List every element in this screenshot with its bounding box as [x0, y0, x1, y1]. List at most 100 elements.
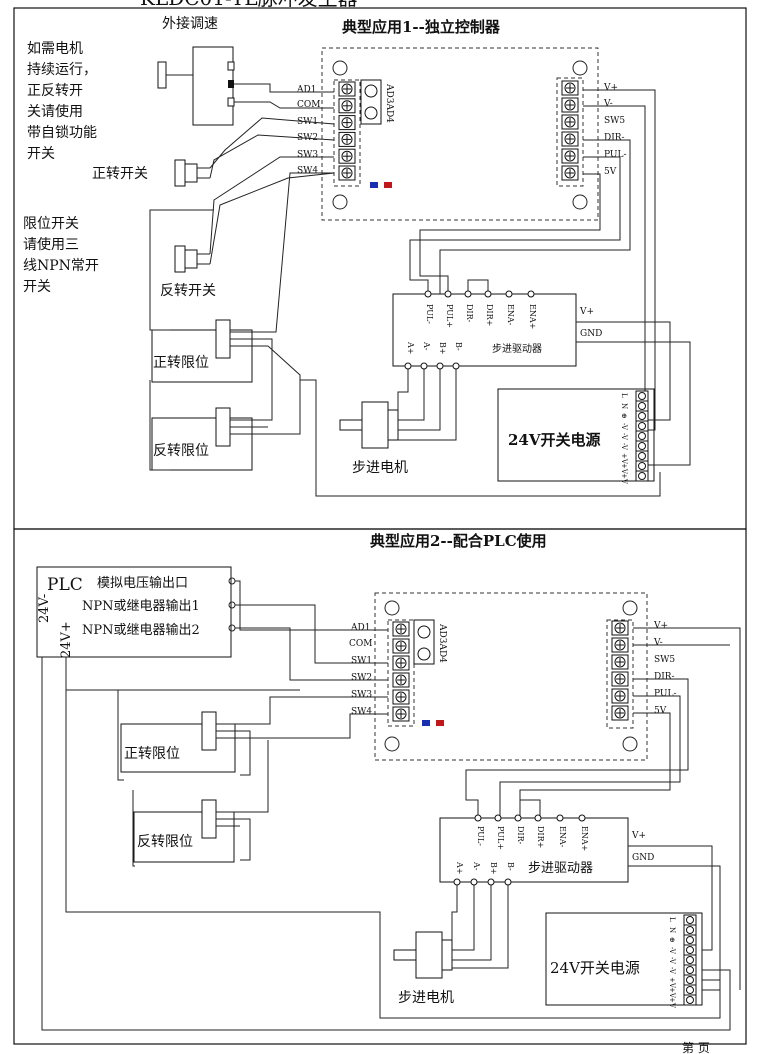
- note-motor-line-6: 开关: [27, 146, 55, 162]
- ctrl1-right-screw-0: [561, 80, 579, 96]
- driver1-bot-pin-3: [452, 362, 460, 370]
- note-motor-line-5: 带自锁功能: [27, 125, 97, 141]
- psu1-t3: -V: [620, 423, 628, 431]
- driver1-pwr-0: V+: [579, 307, 594, 317]
- driver2-top-pin-3: [534, 814, 542, 822]
- driver1-top-1: PUL+: [445, 304, 454, 328]
- driver1-title: 步进驱动器: [492, 343, 542, 355]
- driver2-top-pin-2: [514, 814, 522, 822]
- plc-npn-out2: NPN或继电器输出2: [82, 622, 200, 638]
- ctrl2-left-0: AD1: [350, 623, 370, 633]
- driver1-top-pin-2: [464, 290, 472, 298]
- psu2-screw-head-8: [686, 996, 694, 1004]
- page-label: 第 页: [682, 1041, 710, 1054]
- psu1-t2: ⊕: [620, 413, 628, 419]
- stepper-motor-1: 步进电机: [339, 401, 408, 476]
- ctrl1-left-screw-2: [338, 115, 356, 131]
- driver2-top-pin-0: [474, 814, 482, 822]
- ctrl2-left-screw-0: [392, 621, 410, 637]
- forward-limit-label: 正转限位: [153, 355, 209, 371]
- psu1-screw-head-4: [638, 432, 646, 440]
- driver1-bot-0: A+: [406, 341, 415, 354]
- ctrl1-left-1: COM: [297, 100, 320, 110]
- ctrl2-left-screw-2: [392, 655, 410, 671]
- driver1-top-pin-3: [484, 290, 492, 298]
- ctrl1-left-4: SW3: [297, 150, 318, 160]
- psu1-t7: +V: [620, 463, 628, 475]
- forward-limit-sensor: 正转限位: [151, 319, 268, 383]
- pot-knob-3: [417, 647, 431, 661]
- plc-label: PLC: [47, 575, 83, 595]
- ctrl1-right-2: SW5: [604, 116, 625, 126]
- reverse-switch-label: 反转开关: [160, 283, 216, 299]
- driver1-top-pin-5: [527, 290, 535, 298]
- document-title: KLDC01-TL脉冲发生器: [140, 0, 358, 10]
- stepper-motor-1-label: 步进电机: [352, 460, 408, 476]
- psu1-screw-8: [635, 470, 649, 482]
- reverse-limit-sensor: 反转限位: [151, 407, 268, 471]
- ctrl1-left-screw-0: [338, 81, 356, 97]
- ctrl2-right-screw-2: [611, 654, 629, 670]
- ctrl2-left-3: SW2: [351, 673, 372, 683]
- psu2-screw-head-6: [686, 976, 694, 984]
- ctrl2-left-screw-5: [392, 706, 410, 722]
- driver2-top-3: DIR+: [536, 826, 545, 848]
- driver1-pwr-1: GND: [580, 329, 602, 339]
- ctrl1-right-5: 5V: [604, 167, 617, 177]
- driver2-title: 步进驱动器: [528, 861, 593, 876]
- ctrl2-right-2: SW5: [654, 655, 675, 665]
- stepper-driver-2: 步进驱动器 PUL- PUL+ DIR- DIR+ ENA- ENA+ A+ A…: [439, 817, 654, 883]
- psu2-t4: -V: [668, 957, 676, 965]
- plc-npn-out1: NPN或继电器输出1: [82, 598, 200, 614]
- driver2-top-4: ENA-: [558, 826, 567, 848]
- note-limit: 限位开关 请使用三 线NPN常开 开关: [23, 216, 99, 295]
- note-limit-line-2: 请使用三: [23, 236, 79, 253]
- driver2-bot-pin-2: [487, 878, 495, 886]
- psu2-t8: +V: [668, 997, 676, 1009]
- wires-section2: [41, 580, 741, 1031]
- section2-frame: [13, 528, 747, 1045]
- pot-knob-0: [364, 84, 378, 98]
- forward-limit-sensor-2: 正转限位: [120, 711, 240, 773]
- driver1-top-5: ENA+: [528, 304, 537, 329]
- ctrl2-right-screw-0: [611, 620, 629, 636]
- driver2-bot-2: B+: [489, 862, 498, 875]
- psu1-screw-head-8: [638, 472, 646, 480]
- driver2-top-0: PUL-: [476, 826, 485, 846]
- ctrl2-right-4: PUL-: [654, 689, 677, 699]
- psu1-screw-head-7: [638, 462, 646, 470]
- ctrl2-left-5: SW4: [351, 707, 372, 717]
- driver2-top-pin-5: [578, 814, 586, 822]
- pot-knob-1: [364, 106, 378, 120]
- forward-switch-label: 正转开关: [92, 166, 148, 182]
- ctrl1-right-screw-3: [561, 131, 579, 147]
- driver1-top-4: ENA-: [506, 304, 515, 326]
- psu2-t6: +V: [668, 977, 676, 989]
- reverse-limit-2-label: 反转限位: [137, 834, 193, 850]
- driver1-top-pin-4: [505, 290, 513, 298]
- ctrl2-right-1: V-: [653, 638, 663, 648]
- psu1-screw-head-3: [638, 422, 646, 430]
- power-supply-1: 24V开关电源 L N ⊕ -V -V -V +V +V +V: [497, 388, 655, 485]
- psu1-t4: -V: [620, 433, 628, 441]
- driver1-bot-3: B-: [454, 342, 463, 351]
- ctrl2-right-3: DIR-: [654, 672, 675, 682]
- driver2-pwr-0: V+: [631, 831, 646, 841]
- psu1-screw-head-1: [638, 402, 646, 410]
- note-limit-line-3: 线NPN常开: [23, 258, 99, 274]
- driver1-top-2: DIR-: [465, 304, 474, 323]
- reverse-switch: 反转开关: [160, 245, 216, 299]
- driver2-top-2: DIR-: [516, 826, 525, 845]
- driver1-bot-2: B+: [438, 342, 447, 355]
- driver1-top-3: DIR+: [485, 304, 494, 326]
- section2-title: 典型应用2--配合PLC使用: [370, 532, 547, 550]
- psu2-screw-head-2: [686, 936, 694, 944]
- reverse-limit-sensor-2: 反转限位: [133, 799, 240, 863]
- driver1-top-pin-1: [444, 290, 452, 298]
- driver1-bot-pin-1: [420, 362, 428, 370]
- forward-switch: 正转开关: [92, 159, 210, 187]
- psu1-screw-head-5: [638, 442, 646, 450]
- psu2-screw-head-3: [686, 946, 694, 954]
- psu2-t0: L: [668, 917, 676, 922]
